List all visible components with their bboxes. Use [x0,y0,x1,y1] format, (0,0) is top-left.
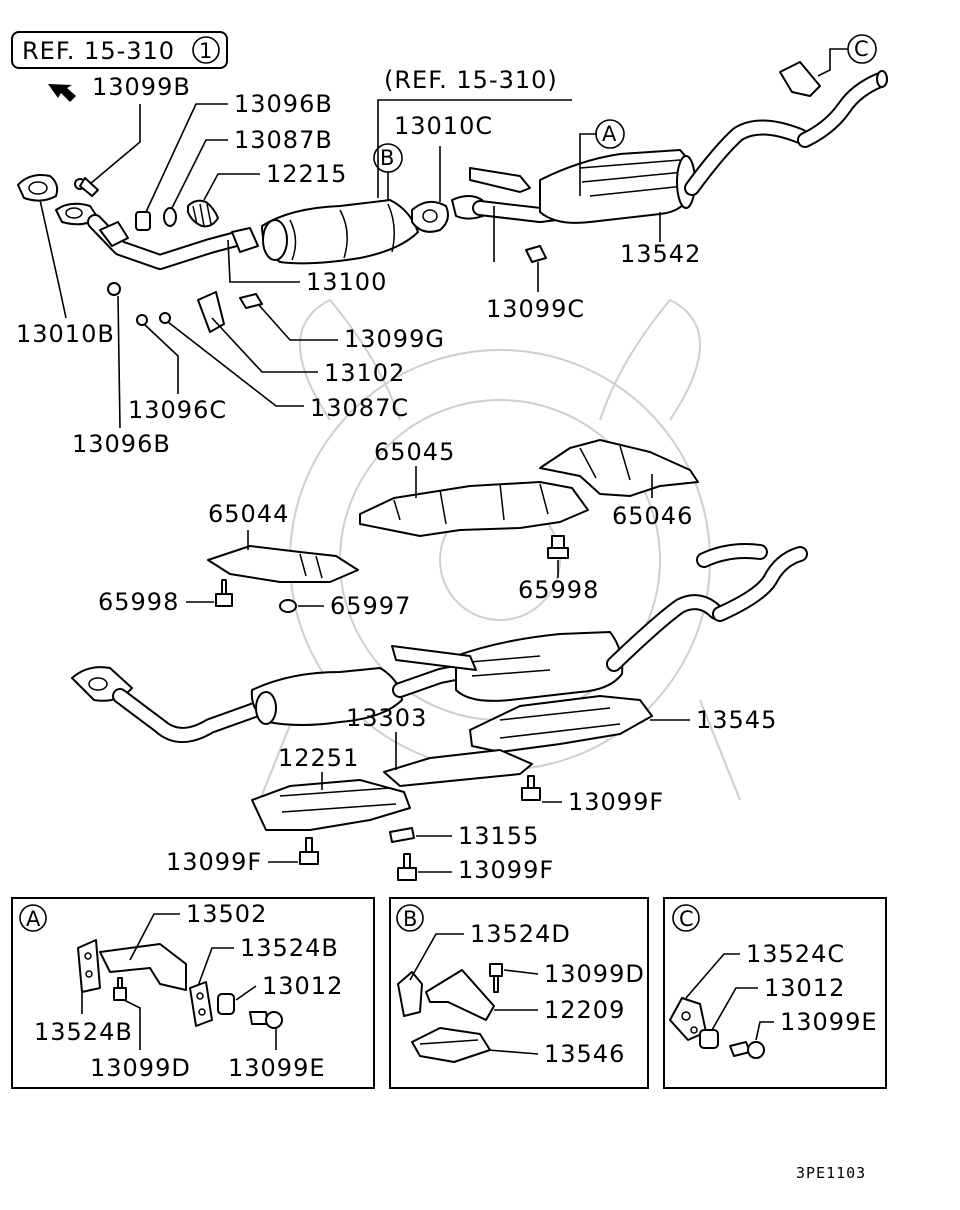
callout-b-top: B [373,143,403,200]
label-65998-left: 65998 [98,588,179,616]
heat-shields [207,439,699,613]
label-13100: 13100 [306,268,387,296]
label-13087B: 13087B [234,126,333,154]
label-65046: 65046 [612,502,693,530]
callout-c-label: C [854,37,870,61]
label-13102: 13102 [324,359,405,387]
label-13524C: 13524C [746,940,845,968]
label-13524B-left: 13524B [34,1018,133,1046]
label-13099C: 13099C [486,295,585,323]
figure-code: 3PE1103 [796,1164,866,1182]
label-65998-right: 65998 [518,576,599,604]
label-12209: 12209 [544,996,625,1024]
label-13012-c: 13012 [764,974,845,1002]
ref-box-text: REF. 15-310 [22,37,175,65]
detail-c-badge: C [679,907,695,931]
label-13099F-right: 13099F [568,788,664,816]
detail-a-panel: A 13502 13524B 13012 13524B 13099D 13099… [11,897,375,1089]
label-13099B: 13099B [92,73,191,101]
label-13542: 13542 [620,240,701,268]
detail-a-badge: A [26,907,41,931]
label-13099D-b: 13099D [544,960,645,988]
label-13099E-c: 13099E [780,1008,878,1036]
callout-b-label: B [380,146,395,170]
label-65044: 65044 [208,500,289,528]
exhaust-assembly-top [17,61,888,333]
label-12251: 12251 [278,744,359,772]
label-13502: 13502 [186,900,267,928]
ref-box: REF. 15-310 1 [11,31,228,69]
label-13524D: 13524D [470,920,571,948]
middle-labels: 65045 65046 65044 65998 65997 65998 [98,438,693,620]
label-12215: 12215 [266,160,347,188]
detail-b-panel: B 13524D 13099D 12209 13546 [389,897,649,1089]
detail-c-panel: C 13524C 13012 13099E [663,897,887,1089]
label-13155: 13155 [458,822,539,850]
label-13303: 13303 [346,704,427,732]
label-65997: 65997 [330,592,411,620]
exhaust-assembly-bottom [71,543,808,881]
label-13096B-bottom: 13096B [72,430,171,458]
label-13099F-left: 13099F [166,848,262,876]
callout-c-top: C [817,34,877,77]
ref-box-badge: 1 [199,39,213,63]
label-13010B: 13010B [16,320,115,348]
label-13096B-top: 13096B [234,90,333,118]
direction-arrow-icon [48,84,76,102]
label-13524B-right: 13524B [240,934,339,962]
label-13099D-a: 13099D [90,1054,191,1082]
label-13096C: 13096C [128,396,227,424]
callout-a-top: A [579,119,625,196]
label-13012-a: 13012 [262,972,343,1000]
label-13099G: 13099G [344,325,445,353]
label-13087C: 13087C [310,394,409,422]
detail-b-badge: B [403,907,418,931]
top-labels: (REF. 15-310) 13099B 13096B 13087B 12215… [16,66,701,458]
label-13099E-a: 13099E [228,1054,326,1082]
ref-top-label: (REF. 15-310) [384,66,558,94]
label-13546: 13546 [544,1040,625,1068]
callout-a-label: A [602,122,617,146]
label-13010C: 13010C [394,112,493,140]
label-13545: 13545 [696,706,777,734]
label-65045: 65045 [374,438,455,466]
label-13099F-center: 13099F [458,856,554,884]
bottom-labels: 13303 13545 12251 13099F 13155 13099F 13… [166,704,777,884]
